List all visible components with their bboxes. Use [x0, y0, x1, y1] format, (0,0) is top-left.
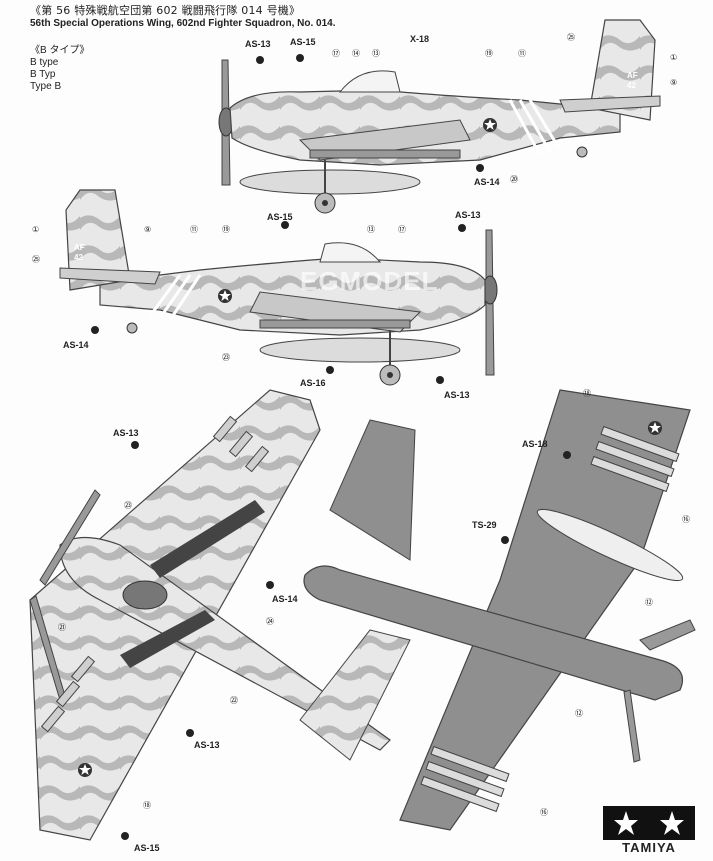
- version-block: 《B タイプ》 B type B Typ Type B: [30, 45, 89, 93]
- version-line-3: Type B: [30, 81, 62, 92]
- version-japanese: 《B タイプ》: [30, 45, 90, 56]
- callout-label: ⑬: [372, 49, 380, 58]
- version-line-1: B type: [30, 57, 59, 68]
- callout-label: AS-18: [522, 439, 548, 449]
- callout-label: AS-13: [444, 390, 470, 400]
- callout-label: ①: [670, 53, 677, 62]
- callout-label: ⑱: [143, 801, 151, 810]
- callout-label: AS-16: [300, 378, 326, 388]
- callout-label: ⑲: [222, 225, 230, 234]
- callout-label: ⑫: [645, 598, 653, 607]
- callout-label: ⑨: [670, 78, 677, 87]
- callout-label: AS-14: [63, 340, 89, 350]
- callout-label: ㉕: [32, 255, 40, 264]
- callout-label: AS-13: [194, 740, 220, 750]
- svg-text:AF: AF: [627, 71, 638, 80]
- plan-view-upper-surface: [29, 389, 411, 841]
- callout-label: ⑬: [367, 225, 375, 234]
- brand-name: TAMIYA: [622, 840, 676, 855]
- callout-label: AS-14: [272, 594, 298, 604]
- callout-label: ⑲: [485, 49, 493, 58]
- callout-label: ㉕: [567, 33, 575, 42]
- callout-label: ㉔: [266, 617, 274, 626]
- callout-label: TS-29: [472, 520, 497, 530]
- callout-label: AS-13: [113, 428, 139, 438]
- title-japanese: 《第 56 特殊戦航空団第 602 戦闘飛行隊 014 号機》: [30, 4, 301, 17]
- callout-label: ⑰: [398, 225, 406, 234]
- svg-text:42: 42: [74, 253, 83, 262]
- watermark: EGMODEL: [300, 266, 438, 296]
- callout-label: ⑪: [190, 225, 198, 234]
- callout-label: ⑪: [518, 49, 526, 58]
- tamiya-logo: TAMIYA: [603, 806, 695, 855]
- star-mark-icon: [603, 806, 695, 840]
- callout-label: ㉒: [230, 696, 238, 705]
- svg-text:42: 42: [627, 81, 636, 90]
- callout-label: ㉓: [222, 353, 230, 362]
- callout-label: X-18: [410, 34, 429, 44]
- title-english: 56th Special Operations Wing, 602nd Figh…: [30, 18, 336, 29]
- callout-label: ⑱: [583, 389, 591, 398]
- callout-label: ⑨: [144, 225, 151, 234]
- callout-label: ⑯: [540, 808, 548, 817]
- callout-label: ⑳: [510, 175, 518, 184]
- callout-label: AS-15: [267, 212, 293, 222]
- callout-label: ⑯: [682, 515, 690, 524]
- callout-label: ⑭: [352, 49, 360, 58]
- side-view-upper: AF 42: [218, 19, 661, 214]
- plan-view-lower-surface: [303, 389, 696, 831]
- svg-text:AF: AF: [74, 243, 85, 252]
- callout-label: ⑰: [332, 49, 340, 58]
- callout-label: ㉑: [58, 623, 66, 632]
- side-view-lower: AF 42 EGMODEL: [59, 189, 498, 386]
- callout-label: ⑫: [575, 709, 583, 718]
- version-line-2: B Typ: [30, 69, 56, 80]
- callout-label: AS-13: [455, 210, 481, 220]
- callout-label: AS-15: [290, 37, 316, 47]
- callout-label: AS-14: [474, 177, 500, 187]
- callout-label: ㉓: [124, 501, 132, 510]
- callout-label: AS-15: [134, 843, 160, 853]
- callouts: AS-13 AS-15 ⑰ ⑭ ⑬ X-18 ⑲ ⑪ ㉕ ① ⑨ ⑳ AS-14…: [32, 33, 690, 853]
- callout-label: AS-13: [245, 39, 271, 49]
- callout-label: ①: [32, 225, 39, 234]
